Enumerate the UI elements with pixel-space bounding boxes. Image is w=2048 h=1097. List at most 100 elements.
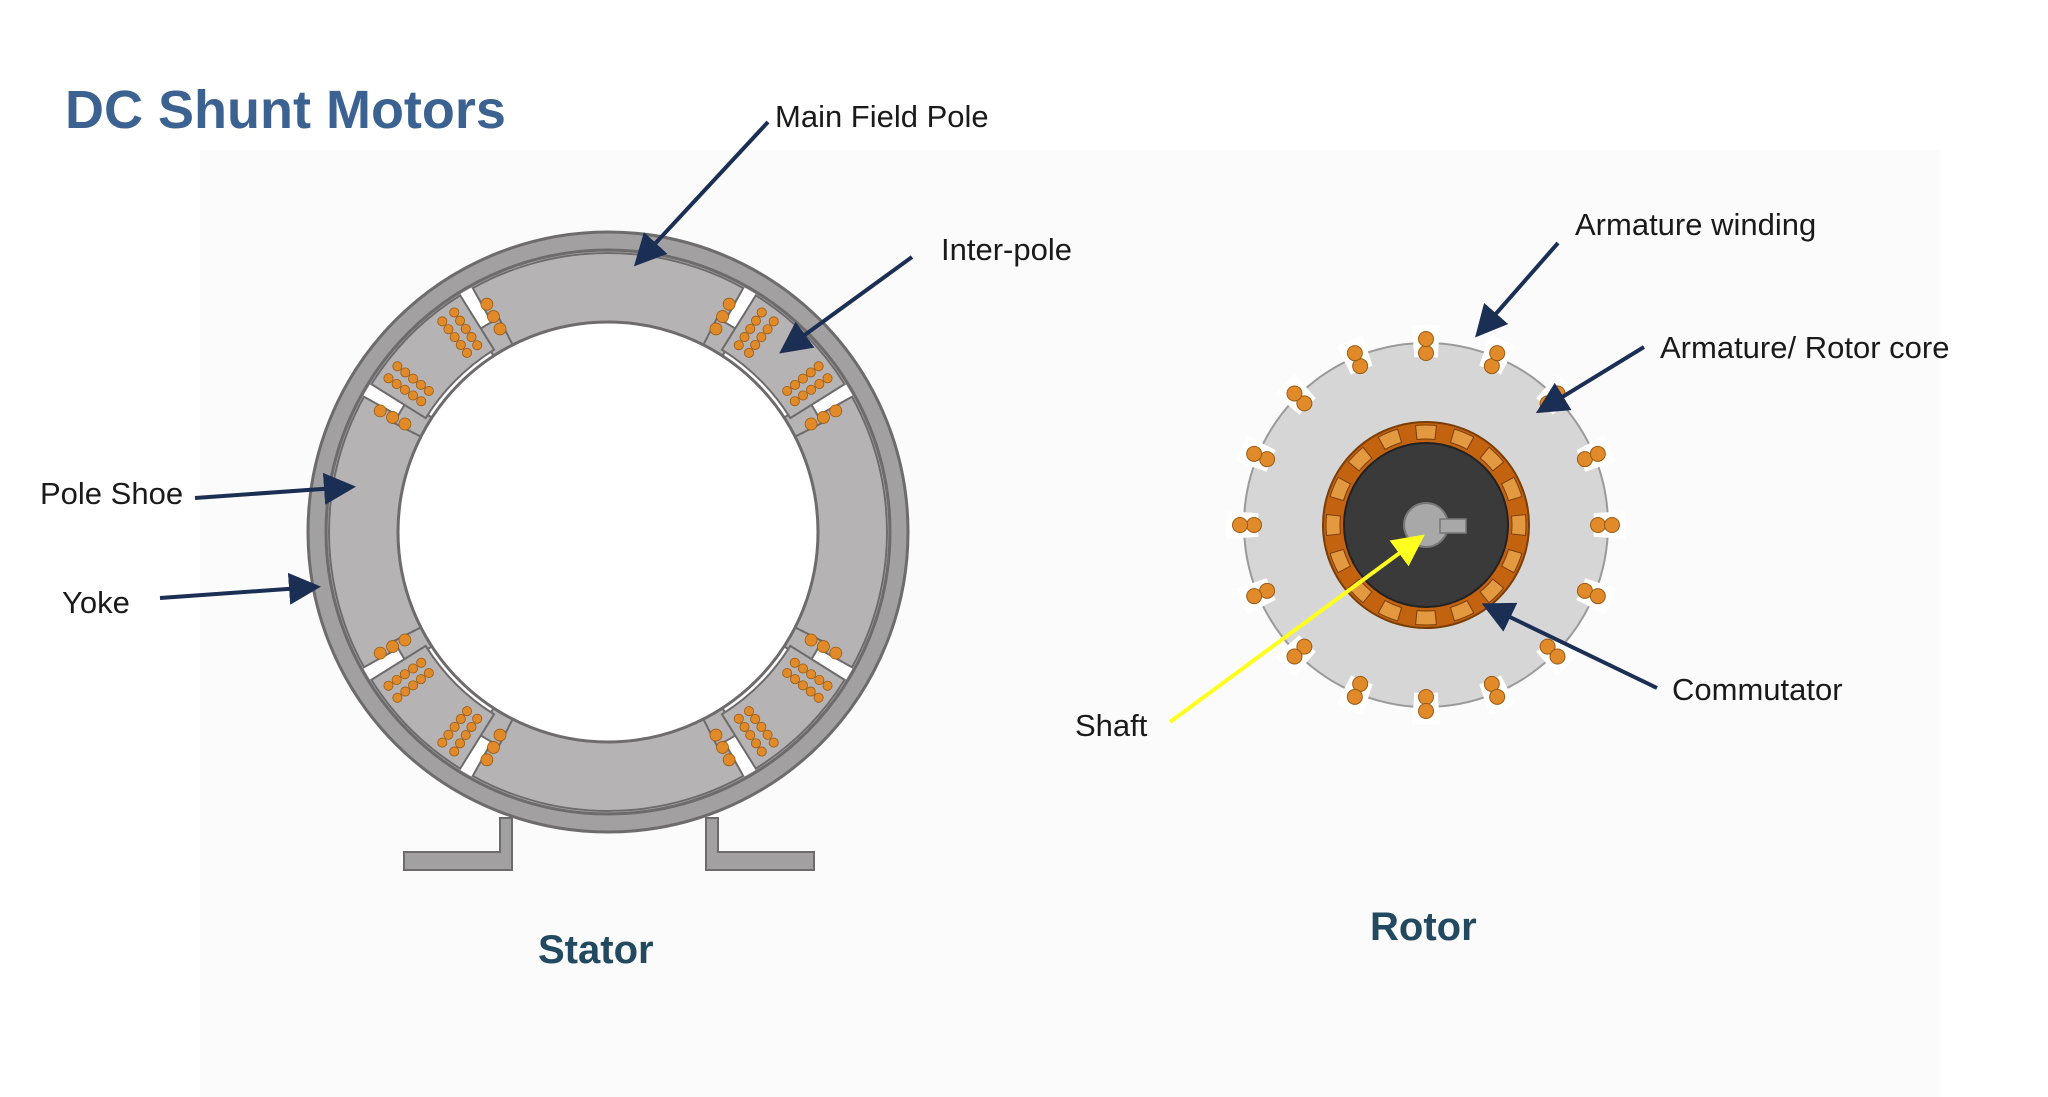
field-coil-conductor <box>462 347 473 358</box>
field-coil-conductor <box>756 721 767 732</box>
armature-conductor <box>1604 517 1620 533</box>
yoke-arrow <box>159 572 321 605</box>
field-coil-conductor <box>797 663 808 674</box>
field-coil-conductor <box>768 316 779 327</box>
field-coil-conductor <box>743 706 754 717</box>
field-coil-conductor <box>455 738 466 749</box>
field-coil-conductor <box>797 680 808 691</box>
commutator-segment <box>1329 548 1352 574</box>
rotor-core-arrow <box>1535 345 1646 414</box>
field-coil-conductor <box>449 307 460 318</box>
armature-conductor <box>1489 345 1506 362</box>
field-coil-conductor <box>392 361 403 372</box>
inter-pole-arrow <box>779 255 914 354</box>
field-coil-conductor <box>437 737 448 748</box>
field-coil-conductor <box>739 332 750 343</box>
inter-pole-coil-conductor <box>487 310 500 323</box>
commutator-segment <box>1329 476 1352 502</box>
armature-conductor <box>1489 688 1506 705</box>
field-coil-conductor <box>733 340 744 351</box>
field-coil-conductor <box>806 669 817 680</box>
rotor-caption: Rotor <box>1370 905 1477 949</box>
field-coil-conductor <box>466 332 477 343</box>
inter-pole-coil-conductor <box>480 753 494 767</box>
inter-pole-coil-conductor <box>386 411 399 424</box>
field-coil-conductor <box>462 706 473 717</box>
armature-conductor <box>1286 648 1303 665</box>
shaft-label: Shaft <box>1075 708 1148 743</box>
field-coil-conductor <box>750 339 761 350</box>
field-coil-conductor <box>750 714 761 725</box>
field-coil-conductor <box>782 667 793 678</box>
field-coil-conductor <box>813 692 824 703</box>
slide-title: DC Shunt Motors <box>65 80 506 140</box>
field-coil-conductor <box>460 323 471 334</box>
field-coil-conductor <box>408 680 419 691</box>
field-coil-conductor <box>416 396 427 407</box>
field-coil-conductor <box>392 692 403 703</box>
armature-conductor <box>1246 445 1263 462</box>
field-coil-conductor <box>415 674 426 685</box>
field-coil-conductor <box>739 721 750 732</box>
field-coil-conductor <box>805 367 816 378</box>
commutator-segment <box>1479 578 1505 604</box>
commutator-segment <box>1347 446 1373 472</box>
stator-bore <box>396 320 820 744</box>
field-coil-conductor <box>399 384 410 395</box>
inter-pole-coil-conductor <box>493 322 507 336</box>
field-coil-conductor <box>797 390 808 401</box>
inter-pole-coil-conductor <box>817 411 830 424</box>
stator <box>306 230 910 871</box>
field-coil-conductor <box>814 674 825 685</box>
commutator-segment <box>1510 513 1527 537</box>
commutator-segment <box>1449 599 1475 622</box>
field-coil-conductor <box>789 396 800 407</box>
inter-pole-coil-conductor <box>804 417 818 431</box>
armature-conductor <box>1296 638 1313 655</box>
field-coil-conductor <box>762 324 773 335</box>
field-coil-conductor <box>472 340 483 351</box>
field-coil-conductor <box>408 663 419 674</box>
armature-conductor <box>1549 648 1566 665</box>
armature-conductor <box>1246 588 1263 605</box>
commutator-segment <box>1325 513 1342 537</box>
field-coil-conductor <box>733 713 744 724</box>
stator-caption: Stator <box>538 928 654 972</box>
field-coil-conductor <box>822 373 833 384</box>
armature-conductor <box>1418 689 1434 705</box>
stator-feet <box>403 817 815 871</box>
pole-shoe-arrow <box>194 472 356 505</box>
field-coil-conductor <box>455 315 466 326</box>
field-coil-conductor <box>449 721 460 732</box>
field-coil-conductor <box>797 373 808 384</box>
armature-conductor <box>1418 331 1434 347</box>
field-coil-conductor <box>756 746 767 757</box>
field-coil-conductor <box>782 386 793 397</box>
field-coil-conductor <box>455 339 466 350</box>
field-coil-conductor <box>750 315 761 326</box>
field-coil-conductor <box>443 324 454 335</box>
field-coil-conductor <box>743 347 754 358</box>
field-coil-conductor <box>762 729 773 740</box>
field-coil-conductor <box>756 307 767 318</box>
inter-pole-coil-conductor <box>829 646 843 660</box>
field-coil-conductor <box>790 674 801 685</box>
field-coil-conductor <box>399 669 410 680</box>
field-coil-conductor <box>805 686 816 697</box>
field-coil-conductor <box>814 379 825 390</box>
main-field-pole-arrow <box>633 120 770 267</box>
field-coil-conductor <box>449 332 460 343</box>
field-coil-conductor <box>790 379 801 390</box>
field-coil-conductor <box>750 738 761 749</box>
field-coil-conductor <box>391 674 402 685</box>
commutator-segment <box>1415 424 1437 441</box>
inter-pole-coil-conductor <box>398 417 412 431</box>
field-coil-conductor <box>408 373 419 384</box>
commutator-segment <box>1377 599 1403 622</box>
inter-pole-coil-conductor <box>716 310 729 323</box>
armature-conductor <box>1286 385 1303 402</box>
armature-conductor <box>1539 638 1556 655</box>
field-coil-conductor <box>416 657 427 668</box>
